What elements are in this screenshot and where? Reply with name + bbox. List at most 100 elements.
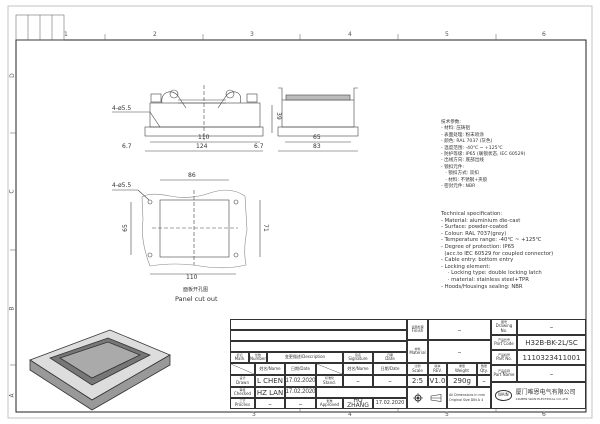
- revision-row: [230, 330, 407, 341]
- zone-bottom-4: 4: [348, 411, 352, 418]
- stand-date: –: [373, 375, 407, 387]
- date-label: Date: [385, 356, 395, 361]
- stand-name: –: [343, 375, 373, 387]
- drawing-no-value: –: [517, 319, 586, 335]
- spec-cn-item: - 材料: 压铸铝: [441, 126, 471, 132]
- rev-value: V1.0: [428, 375, 447, 387]
- cutout-dim-height-right: 71: [261, 224, 269, 232]
- weight-en: Weight: [455, 367, 469, 373]
- scale-en: Scale: [412, 367, 423, 373]
- spec-en-item: · material: stainless steel+TPR: [441, 276, 529, 283]
- qty-value: –: [477, 375, 491, 387]
- zone-col-4: 4: [348, 31, 352, 38]
- spec-en-item: - Locking element:: [441, 263, 491, 270]
- scale-value: 2:5: [407, 375, 428, 387]
- logo-text: WAIN: [498, 392, 509, 398]
- spec-cn-item: - 颜色: RAL 7037 (灰色): [441, 139, 493, 145]
- zone-col-6: 6: [542, 31, 546, 38]
- front-hole-label: 4-ø5.5: [112, 105, 132, 112]
- stand-date-value: –: [388, 377, 392, 385]
- finish-value: –: [428, 319, 491, 340]
- cutout-dim-width: 86: [188, 172, 196, 179]
- checked-date-value: 17.02.2020: [285, 389, 316, 395]
- description-label: 变更描述/Description: [284, 354, 326, 360]
- zone-row-b: B: [8, 306, 16, 311]
- rev-cn: 版本: [434, 364, 441, 368]
- spec-cn-item: - 锁扣元件:: [441, 164, 465, 170]
- spec-cn-item: · 锁扣方式: 双扣: [441, 171, 479, 177]
- zone-row-c: C: [8, 189, 16, 194]
- material-value-text: –: [457, 347, 462, 356]
- date-cn: 日期: [386, 352, 393, 357]
- zone-col-3: 3: [250, 31, 254, 38]
- company-name-cn: 厦门唯恩电气有限公司: [515, 389, 576, 397]
- drawn-name-value: L CHEN: [257, 377, 283, 385]
- mark-label: Mark: [234, 356, 245, 361]
- company-name-en: XIAMEN WAIN ELECTRICAL CO.,LTD: [515, 397, 569, 402]
- drawn-date-value: 17.02.2020: [285, 377, 316, 384]
- weight-value: 290g: [447, 375, 477, 387]
- stand-en: Stand.: [323, 379, 336, 385]
- blank-cell: [316, 387, 407, 398]
- revision-row: [230, 341, 407, 352]
- size-note-text: Original Size DIN A 4: [449, 398, 484, 402]
- process-cn: 工艺: [239, 398, 246, 403]
- drawn-name: L CHEN: [255, 375, 285, 387]
- part-name-value-text: –: [549, 369, 554, 378]
- approved-cn: 批准: [326, 398, 333, 403]
- zone-col-2: 2: [153, 31, 157, 38]
- date-col-header: 日期/Date: [285, 363, 316, 375]
- approved-name-value: HQ ZHANG: [347, 398, 369, 409]
- drawing-no-cn: 图号: [500, 319, 507, 324]
- drawn-en: Drawn: [236, 379, 249, 385]
- cutout-hole-label: 4-ø5.5: [112, 182, 132, 189]
- checked-name: HZ LAN: [255, 387, 285, 398]
- scale-value-text: 2:5: [411, 377, 424, 385]
- approved-name: HQ ZHANG: [343, 398, 373, 409]
- checked-date: 17.02.2020: [285, 387, 316, 398]
- spec-en-item: (acc.to IEC 60529 for coupled connector): [441, 250, 554, 257]
- spec-cn-item: - 密封元件: NBR: [441, 184, 476, 190]
- rev-en: REV.: [433, 367, 442, 373]
- process-en: Process: [234, 402, 251, 407]
- dims-note-text: All Dimensions in mm: [449, 393, 485, 397]
- checked-en: Checked: [233, 391, 252, 396]
- specs-en-title: Technical specification:: [441, 211, 503, 217]
- qty-value-text: –: [482, 377, 486, 385]
- approved-date-value: 17.02.2020: [375, 400, 405, 407]
- finish-cn: 表面处理: [411, 324, 424, 329]
- process-date-value: –: [298, 399, 303, 408]
- material-en: Material: [409, 350, 426, 355]
- zone-row-a: A: [8, 393, 16, 398]
- part-no-en: Part No.: [496, 356, 512, 361]
- zone-col-1: 1: [64, 31, 68, 38]
- specs-en: Technical specification: - Material: alu…: [441, 211, 553, 290]
- part-no-value-text: 1110323411001: [522, 353, 581, 362]
- qty-cn: 数量: [480, 364, 487, 368]
- finish-en: Finish: [411, 328, 424, 333]
- date-hdr-label: 日期/Date: [291, 365, 310, 371]
- part-name-en: Part Name: [493, 372, 515, 377]
- specs-cn: 技术参数: - 材料: 压铸铝 - 表面处理: 粉末喷涂 - 颜色: RAL 7…: [441, 120, 525, 190]
- date-hdr-label: 日期/Date: [380, 365, 400, 371]
- part-no-value: 1110323411001: [517, 350, 586, 365]
- material-cn: 材料: [414, 346, 421, 351]
- front-view: [112, 85, 273, 152]
- projection-target-icon: [412, 393, 423, 403]
- spec-en-item: - Material: aluminium die-cast: [441, 217, 521, 224]
- spec-en-item: - Temperature range: -40℃ ~ +125℃: [441, 237, 542, 244]
